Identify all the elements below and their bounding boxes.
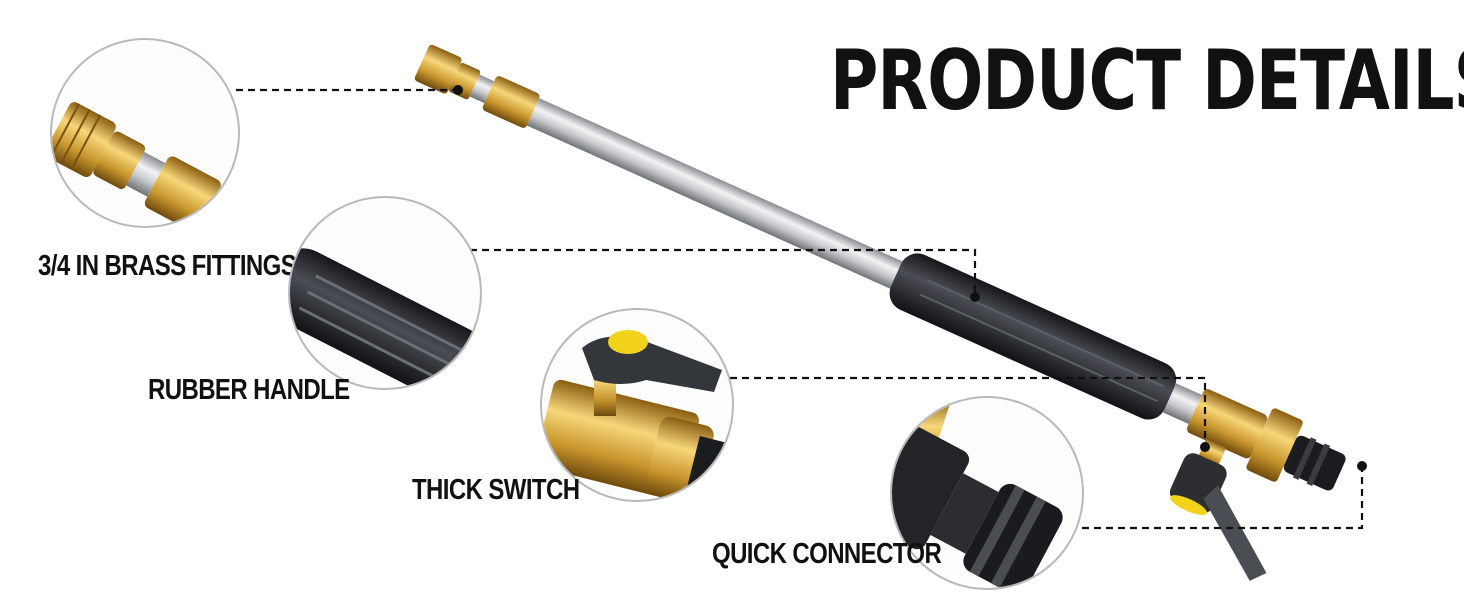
wand-switch-lever <box>1203 485 1267 581</box>
wand-brass-collar <box>482 76 540 128</box>
wand-brass-valve <box>1187 389 1268 459</box>
leader-switch <box>730 376 1207 445</box>
leader-connector <box>1082 468 1364 530</box>
wand-brass-nut-1 <box>414 44 462 94</box>
feature-label-thick-switch: THICK SWITCH <box>412 473 580 506</box>
quick-connector-closeup-icon <box>890 396 1084 590</box>
wand-rubber-handle <box>889 253 1177 420</box>
brass-fitting-closeup-icon <box>50 38 240 228</box>
feature-label-quick-connector: QUICK CONNECTOR <box>712 537 942 570</box>
wand-steel-ring <box>469 74 495 104</box>
feature-label-brass-fittings: 3/4 IN BRASS FITTINGS <box>38 249 297 282</box>
wand-steel-tube <box>526 98 905 290</box>
rubber-handle-closeup-icon <box>288 196 482 390</box>
feature-label-rubber-handle: RUBBER HANDLE <box>148 373 350 406</box>
wand-body <box>414 44 1346 581</box>
switch-valve-closeup-icon <box>540 308 734 502</box>
page-title: PRODUCT DETAILS <box>830 32 1464 129</box>
leader-handle <box>470 248 977 295</box>
